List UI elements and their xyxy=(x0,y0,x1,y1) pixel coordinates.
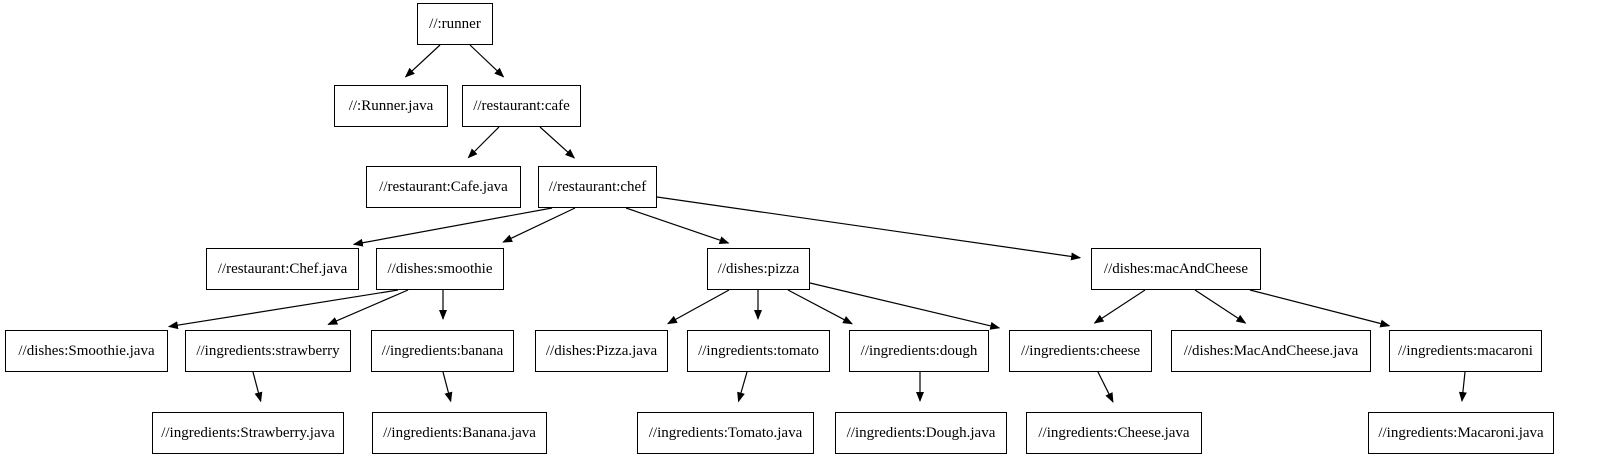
graph-edge-dishes_pizza-to-ing_cheese xyxy=(809,282,1001,330)
graph-node-banana_java[interactable]: //ingredients:Banana.java xyxy=(372,412,547,454)
graph-edge-restaurant_chef-to-dishes_pizza xyxy=(625,207,730,244)
graph-node-runner[interactable]: //:runner xyxy=(417,3,493,45)
graph-node-dough_java[interactable]: //ingredients:Dough.java xyxy=(835,412,1007,454)
graph-node-label: //:runner xyxy=(429,15,481,32)
graph-node-cafe_java[interactable]: //restaurant:Cafe.java xyxy=(366,166,521,208)
graph-node-label: //dishes:smoothie xyxy=(387,260,493,277)
graph-edge-dishes_macandchee-to-ing_cheese xyxy=(1093,289,1146,324)
graph-node-ing_strawberry[interactable]: //ingredients:strawberry xyxy=(185,330,351,372)
graph-node-label: //restaurant:chef xyxy=(548,178,647,195)
graph-node-label: //ingredients:cheese xyxy=(1020,342,1141,359)
graph-edge-dishes_macandchee-to-ing_macaroni xyxy=(1249,289,1391,328)
graph-node-ing_banana[interactable]: //ingredients:banana xyxy=(371,330,514,372)
graph-node-label: //ingredients:Macaroni.java xyxy=(1378,424,1544,441)
graph-node-ing_macaroni[interactable]: //ingredients:macaroni xyxy=(1389,330,1542,372)
graph-node-label: //dishes:Smoothie.java xyxy=(18,342,155,359)
graph-node-label: //ingredients:macaroni xyxy=(1398,342,1533,359)
graph-node-chef_java[interactable]: //restaurant:Chef.java xyxy=(206,248,359,290)
graph-node-label: //restaurant:cafe xyxy=(473,97,570,114)
graph-edge-restaurant_cafe-to-cafe_java xyxy=(467,126,500,159)
graph-edge-ing_banana-to-banana_java xyxy=(442,371,453,403)
graph-node-label: //dishes:pizza xyxy=(717,260,800,277)
graph-node-label: //ingredients:Dough.java xyxy=(846,424,996,441)
graph-edge-ing_strawberry-to-strawberry_java xyxy=(252,371,263,403)
graph-edge-dishes_pizza-to-pizza_java xyxy=(667,289,730,325)
graph-node-label: //ingredients:dough xyxy=(860,342,978,359)
graph-node-dishes_macandchee[interactable]: //dishes:macAndCheese xyxy=(1091,248,1261,290)
graph-node-label: //ingredients:tomato xyxy=(698,342,819,359)
graph-node-ing_cheese[interactable]: //ingredients:cheese xyxy=(1009,330,1152,372)
graph-node-restaurant_cafe[interactable]: //restaurant:cafe xyxy=(462,85,581,127)
graph-node-macaroni_java[interactable]: //ingredients:Macaroni.java xyxy=(1368,412,1554,454)
graph-node-label: //restaurant:Cafe.java xyxy=(379,178,508,195)
graph-edge-runner-to-runner_java xyxy=(404,44,441,78)
graph-node-label: //restaurant:Chef.java xyxy=(217,260,348,277)
graph-edge-dishes_smoothie-to-ing_strawberry xyxy=(327,289,409,325)
graph-node-label: //ingredients:Banana.java xyxy=(383,424,536,441)
graph-node-dishes_pizza[interactable]: //dishes:pizza xyxy=(707,248,810,290)
graph-node-label: //:Runner.java xyxy=(348,97,434,114)
graph-node-smoothie_java[interactable]: //dishes:Smoothie.java xyxy=(5,330,168,372)
graph-edge-ing_macaroni-to-macaroni_java xyxy=(1458,371,1467,403)
graph-edge-restaurant_cafe-to-restaurant_chef xyxy=(539,126,576,159)
graph-edge-runner-to-restaurant_cafe xyxy=(469,44,505,78)
graph-node-pizza_java[interactable]: //dishes:Pizza.java xyxy=(535,330,668,372)
graph-node-macandcheese_java[interactable]: //dishes:MacAndCheese.java xyxy=(1171,330,1371,372)
graph-node-tomato_java[interactable]: //ingredients:Tomato.java xyxy=(637,412,814,454)
graph-node-restaurant_chef[interactable]: //restaurant:chef xyxy=(538,166,657,208)
graph-node-label: //dishes:macAndCheese xyxy=(1103,260,1249,277)
graph-node-ing_tomato[interactable]: //ingredients:tomato xyxy=(687,330,830,372)
graph-node-label: //ingredients:Strawberry.java xyxy=(161,424,335,441)
graph-edge-ing_cheese-to-cheese_java xyxy=(1097,371,1114,403)
graph-edge-restaurant_chef-to-chef_java xyxy=(352,207,553,247)
graph-edge-restaurant_chef-to-dishes_smoothie xyxy=(502,207,576,243)
graph-node-cheese_java[interactable]: //ingredients:Cheese.java xyxy=(1026,412,1202,454)
graph-edge-ing_tomato-to-tomato_java xyxy=(737,371,748,403)
graph-node-dishes_smoothie[interactable]: //dishes:smoothie xyxy=(376,248,504,290)
graph-edge-dishes_macandchee-to-macandcheese_java xyxy=(1194,289,1247,324)
graph-node-runner_java[interactable]: //:Runner.java xyxy=(334,85,448,127)
graph-node-label: //ingredients:Cheese.java xyxy=(1038,424,1190,441)
graph-node-label: //ingredients:strawberry xyxy=(196,342,340,359)
graph-node-label: //ingredients:banana xyxy=(381,342,504,359)
graph-edge-dishes_smoothie-to-smoothie_java xyxy=(167,289,399,330)
graph-node-strawberry_java[interactable]: //ingredients:Strawberry.java xyxy=(152,412,344,454)
graph-edge-dishes_pizza-to-ing_dough xyxy=(787,289,853,325)
graph-node-label: //dishes:MacAndCheese.java xyxy=(1183,342,1359,359)
graph-node-label: //dishes:Pizza.java xyxy=(545,342,658,359)
graph-node-ing_dough[interactable]: //ingredients:dough xyxy=(849,330,989,372)
graph-node-label: //ingredients:Tomato.java xyxy=(648,424,803,441)
